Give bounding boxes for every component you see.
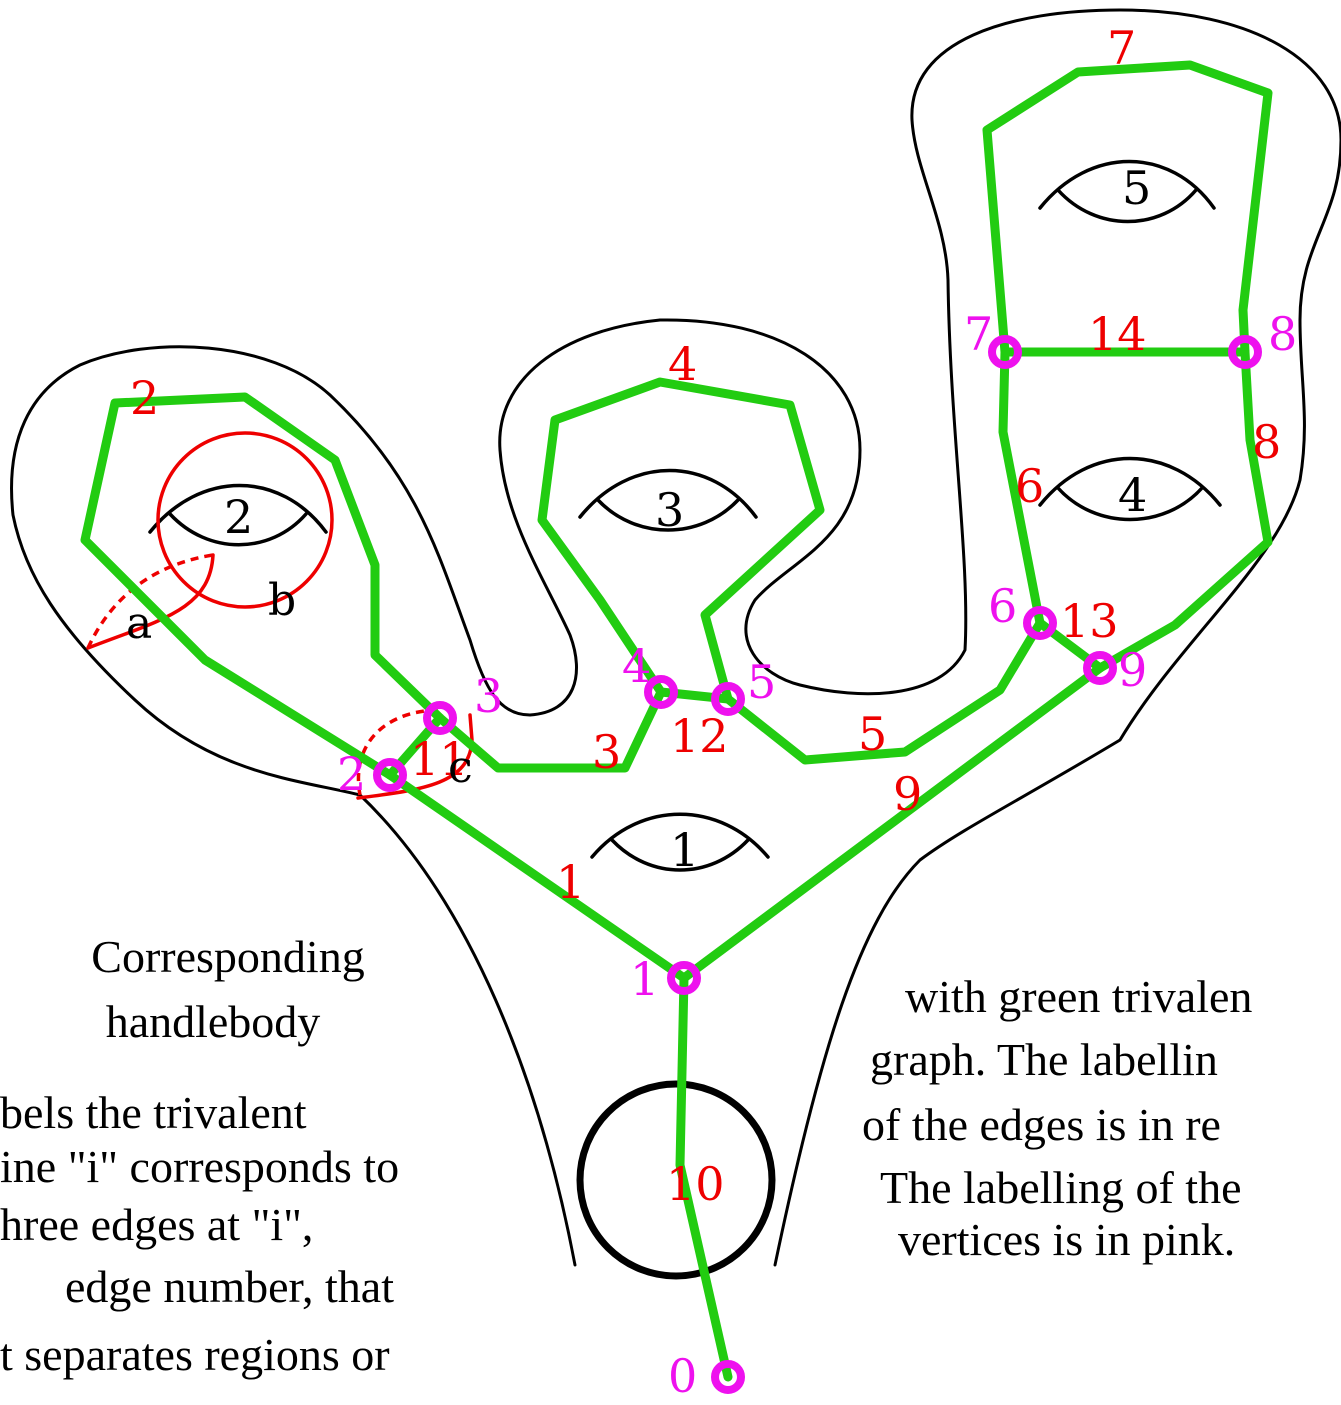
vertex-1 xyxy=(667,961,701,995)
edge-label-3: 3 xyxy=(592,725,621,779)
curve-a xyxy=(86,553,215,650)
vertex-8 xyxy=(1228,335,1262,369)
edge-label-9: 9 xyxy=(893,767,922,821)
left-caption-line-2: handlebody xyxy=(106,996,321,1047)
graph-edge-1 xyxy=(385,770,689,983)
vertex-9 xyxy=(1083,651,1117,685)
hole-4 xyxy=(1038,456,1222,522)
edge-label-13: 13 xyxy=(1060,594,1119,648)
vertex-4 xyxy=(644,675,678,709)
edge-label-10: 10 xyxy=(666,1157,725,1211)
edge-label-6: 6 xyxy=(1015,459,1044,513)
right-caption-line-1: with green trivalen xyxy=(905,971,1252,1022)
left-caption-line-1: Corresponding xyxy=(91,931,364,982)
vertex-2 xyxy=(373,758,407,792)
meridian-circle xyxy=(156,431,334,609)
graph-edge-3 xyxy=(435,687,666,773)
handlebody-outline xyxy=(10,8,1341,1267)
right-caption-line-3: of the edges is in re xyxy=(862,1099,1221,1150)
curve-label-a: a xyxy=(126,598,152,649)
hole-label-5: 5 xyxy=(1122,161,1151,215)
graph-edge-6 xyxy=(998,347,1045,628)
vertex-label-6: 6 xyxy=(988,579,1017,633)
left-caption: Corresponding handlebody bels the trival… xyxy=(0,931,399,1380)
hole-label-3: 3 xyxy=(655,483,684,537)
graph-edge-2 xyxy=(80,392,445,780)
hole-5 xyxy=(1038,159,1216,224)
edge-label-7: 7 xyxy=(1107,21,1136,75)
edge-label-11: 11 xyxy=(410,732,469,786)
hole-2 xyxy=(148,483,328,547)
edge-label-5: 5 xyxy=(858,707,887,761)
vertex-label-8: 8 xyxy=(1268,307,1297,361)
edge-label-2: 2 xyxy=(130,371,159,425)
left-caption-line-7: t separates regions or xyxy=(0,1329,390,1380)
edge-label-4: 4 xyxy=(668,337,697,391)
hole-label-1: 1 xyxy=(670,823,699,877)
vertex-7 xyxy=(988,335,1022,369)
graph-edge-4 xyxy=(537,377,825,704)
curve-label-c: c xyxy=(448,742,473,793)
edge-label-1: 1 xyxy=(556,855,585,909)
vertex-label-9: 9 xyxy=(1118,643,1147,697)
edge-label-8: 8 xyxy=(1252,415,1281,469)
vertex-5 xyxy=(711,682,745,716)
hole-1 xyxy=(590,812,770,872)
edge-label-12: 12 xyxy=(670,709,729,763)
left-caption-line-4: ine "i" corresponds to xyxy=(0,1141,399,1192)
hole-3 xyxy=(578,468,758,532)
boundary-disk xyxy=(576,1080,776,1280)
graph-edge-7 xyxy=(982,60,1273,357)
left-caption-line-6: edge number, that xyxy=(65,1261,394,1312)
vertex-label-1: 1 xyxy=(630,952,659,1006)
edge-label-14: 14 xyxy=(1088,307,1147,361)
right-caption: with green trivalen graph. The labellin … xyxy=(862,971,1252,1265)
hole-label-4: 4 xyxy=(1118,468,1147,522)
vertex-label-0: 0 xyxy=(668,1349,697,1403)
graph-edge-10 xyxy=(675,973,733,1382)
vertex-label-2: 2 xyxy=(337,747,366,801)
hole-label-2: 2 xyxy=(224,490,253,544)
vertex-label-4: 4 xyxy=(622,639,651,693)
curve-c-hidden xyxy=(356,708,441,796)
left-caption-line-3: bels the trivalent xyxy=(0,1087,307,1138)
curve-label-b: b xyxy=(268,575,296,626)
right-caption-line-2: graph. The labellin xyxy=(870,1034,1218,1085)
graph-edge-5 xyxy=(723,618,1045,765)
left-caption-line-5: hree edges at "i", xyxy=(0,1199,313,1250)
vertex-3 xyxy=(423,701,457,735)
graph-edge-9 xyxy=(679,663,1105,983)
vertex-0 xyxy=(711,1360,745,1394)
graph-edge-8 xyxy=(1095,347,1273,673)
vertex-label-5: 5 xyxy=(747,655,776,709)
vertex-6 xyxy=(1023,606,1057,640)
right-caption-line-4: The labelling of the xyxy=(880,1162,1242,1213)
right-caption-line-5: vertices is in pink. xyxy=(898,1214,1235,1265)
vertex-label-7: 7 xyxy=(964,307,993,361)
vertex-label-3: 3 xyxy=(474,669,503,723)
